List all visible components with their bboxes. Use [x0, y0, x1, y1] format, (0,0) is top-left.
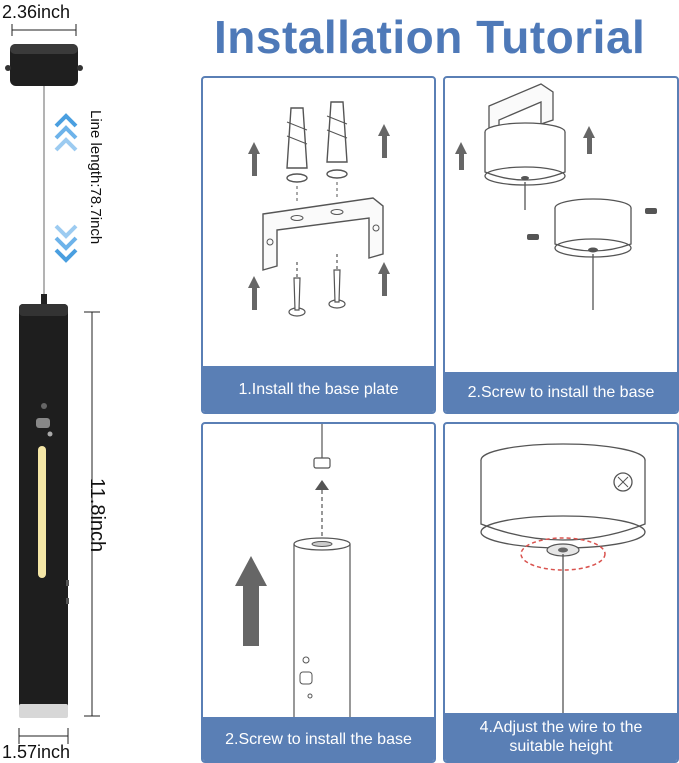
step-panel-2: 2.Screw to install the base — [443, 76, 679, 414]
base-screw-illustration — [455, 83, 657, 310]
tube-diameter-label: 1.57inch — [2, 742, 71, 762]
step-panel-1: 1.Install the base plate — [201, 76, 436, 414]
wire-adjust-illustration — [480, 443, 646, 724]
tube-mount-illustration — [235, 424, 351, 724]
tube-height-label: 11.8inch — [86, 478, 108, 553]
base-plate-illustration — [248, 101, 390, 317]
page-title: Installation Tutorial — [214, 11, 646, 63]
step-panel-3: 2.Screw to install the base — [201, 422, 436, 763]
step-panel-4: 4.Adjust the wire to the suitable height — [443, 422, 679, 763]
step-4-caption: 4.Adjust the wire to the suitable height — [445, 713, 677, 761]
line-length-label: Line length:78.7inch — [87, 110, 104, 245]
step-2-caption: 2.Screw to install the base — [445, 372, 677, 412]
pendant-lamp-drawing — [5, 24, 100, 744]
step-1-caption: 1.Install the base plate — [203, 366, 434, 412]
step-3-caption: 2.Screw to install the base — [203, 717, 434, 761]
canopy-width-label: 2.36inch — [2, 2, 71, 22]
